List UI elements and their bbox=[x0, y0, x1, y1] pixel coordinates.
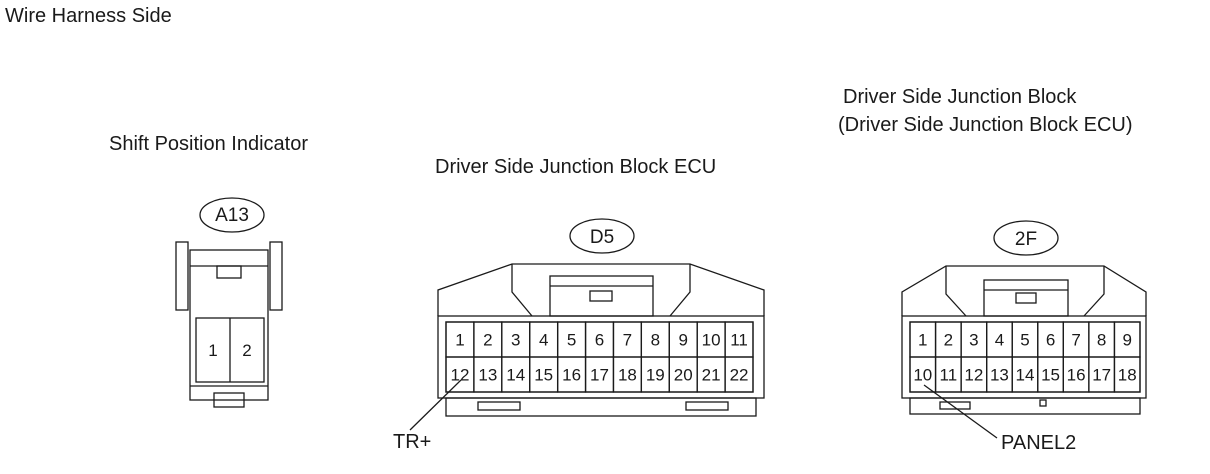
d5-connector-code: D5 bbox=[590, 227, 614, 248]
2f-connector-title-line2: (Driver Side Junction Block ECU) bbox=[838, 114, 1133, 136]
d5-pin-2: 2 bbox=[483, 331, 492, 350]
a13-connector-code: A13 bbox=[215, 205, 249, 226]
d5-pin-6: 6 bbox=[595, 331, 604, 350]
2f-connector-title-line1: Driver Side Junction Block bbox=[843, 86, 1077, 108]
page-title: Wire Harness Side bbox=[5, 5, 172, 27]
d5-pin-20: 20 bbox=[674, 366, 693, 385]
d5-pin-15: 15 bbox=[534, 366, 553, 385]
2f-pin-2: 2 bbox=[944, 331, 953, 350]
2f-callout-leader bbox=[923, 384, 998, 439]
a13-pin-1: 1 bbox=[208, 341, 217, 360]
d5-pin-11: 11 bbox=[730, 331, 748, 350]
2f-pin-4: 4 bbox=[995, 331, 1004, 350]
2f-pin-18: 18 bbox=[1118, 366, 1137, 385]
d5-pin-1: 1 bbox=[455, 331, 464, 350]
a13-pin-2: 2 bbox=[242, 341, 251, 360]
2f-pin-6: 6 bbox=[1046, 331, 1055, 350]
d5-pin-18: 18 bbox=[618, 366, 637, 385]
2f-callout-label: PANEL2 bbox=[1001, 432, 1077, 454]
d5-pin-3: 3 bbox=[511, 331, 520, 350]
2f-pin-17: 17 bbox=[1092, 366, 1111, 385]
2f-pin-7: 7 bbox=[1071, 331, 1080, 350]
2f-pin-cell bbox=[1113, 356, 1141, 393]
d5-callout-leader bbox=[409, 379, 462, 431]
a13-connector-body bbox=[175, 197, 283, 408]
2f-pin-1: 1 bbox=[918, 331, 927, 350]
d5-callout-label: TR+ bbox=[393, 431, 432, 453]
a13-connector-title: Shift Position Indicator bbox=[109, 133, 308, 155]
d5-pin-12: 12 bbox=[450, 366, 469, 385]
2f-pin-5: 5 bbox=[1020, 331, 1029, 350]
2f-pin-9: 9 bbox=[1122, 331, 1131, 350]
d5-pin-7: 7 bbox=[623, 331, 632, 350]
d5-pin-19: 19 bbox=[646, 366, 665, 385]
2f-connector-code: 2F bbox=[1015, 229, 1037, 250]
d5-pin-17: 17 bbox=[590, 366, 609, 385]
2f-pin-16: 16 bbox=[1067, 366, 1086, 385]
2f-pin-10: 10 bbox=[913, 366, 932, 385]
d5-pin-cell bbox=[724, 356, 754, 393]
d5-connector-body bbox=[437, 218, 765, 417]
d5-connector-title: Driver Side Junction Block ECU bbox=[435, 156, 717, 178]
d5-pin-22: 22 bbox=[730, 366, 749, 385]
d5-pin-14: 14 bbox=[506, 366, 525, 385]
2f-pin-11: 11 bbox=[940, 366, 958, 385]
d5-pin-5: 5 bbox=[567, 331, 576, 350]
d5-pin-21: 21 bbox=[702, 366, 721, 385]
d5-pin-8: 8 bbox=[651, 331, 660, 350]
2f-pin-12: 12 bbox=[964, 366, 983, 385]
d5-pin-4: 4 bbox=[539, 331, 548, 350]
2f-pin-13: 13 bbox=[990, 366, 1009, 385]
d5-pin-13: 13 bbox=[478, 366, 497, 385]
2f-pin-14: 14 bbox=[1016, 366, 1035, 385]
2f-pin-15: 15 bbox=[1041, 366, 1060, 385]
d5-pin-10: 10 bbox=[702, 331, 721, 350]
2f-pin-8: 8 bbox=[1097, 331, 1106, 350]
d5-pin-16: 16 bbox=[562, 366, 581, 385]
2f-pin-3: 3 bbox=[969, 331, 978, 350]
d5-pin-9: 9 bbox=[678, 331, 687, 350]
